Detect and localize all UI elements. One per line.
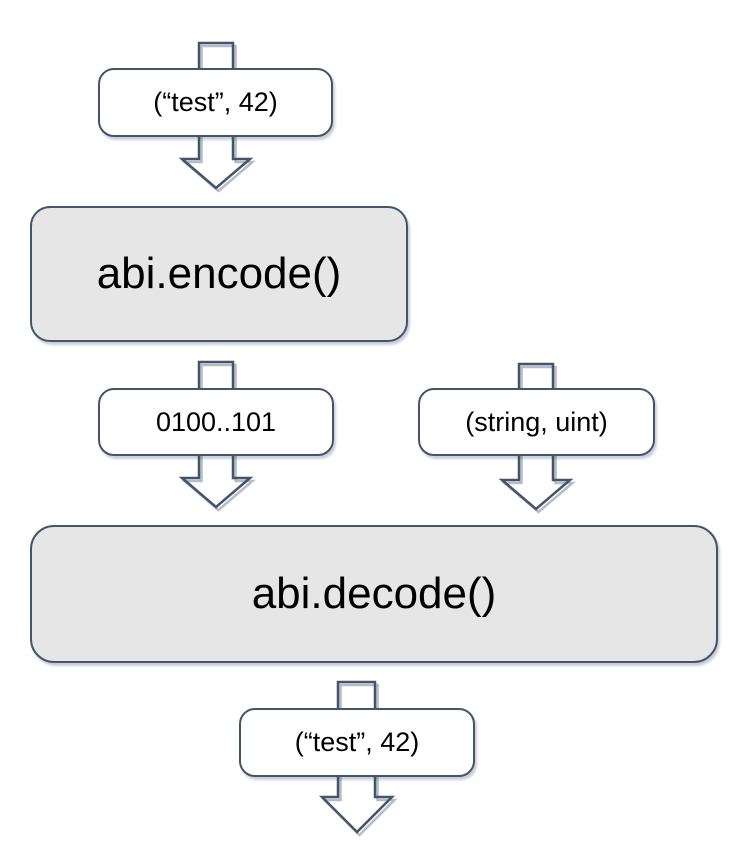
node-input-tuple-label: (“test”, 42) <box>153 87 278 117</box>
node-output-tuple-label: (“test”, 42) <box>294 727 420 757</box>
node-abi-encode: abi.encode() <box>30 206 408 342</box>
node-types-tuple: (string, uint) <box>418 388 655 456</box>
down-arrow-icon <box>498 362 576 514</box>
node-encoded-bytes: 0100..101 <box>98 388 334 456</box>
node-abi-encode-label: abi.encode() <box>96 249 342 298</box>
node-abi-decode: abi.decode() <box>30 525 718 663</box>
node-output-tuple: (“test”, 42) <box>239 708 475 777</box>
node-input-tuple: (“test”, 42) <box>98 68 333 137</box>
node-abi-decode-label: abi.decode() <box>251 569 497 618</box>
down-arrow-icon <box>318 680 398 837</box>
down-arrow-icon <box>178 360 256 512</box>
node-encoded-bytes-label: 0100..101 <box>155 406 277 437</box>
node-types-tuple-label: (string, uint) <box>465 406 608 437</box>
down-arrow-icon <box>178 41 256 193</box>
